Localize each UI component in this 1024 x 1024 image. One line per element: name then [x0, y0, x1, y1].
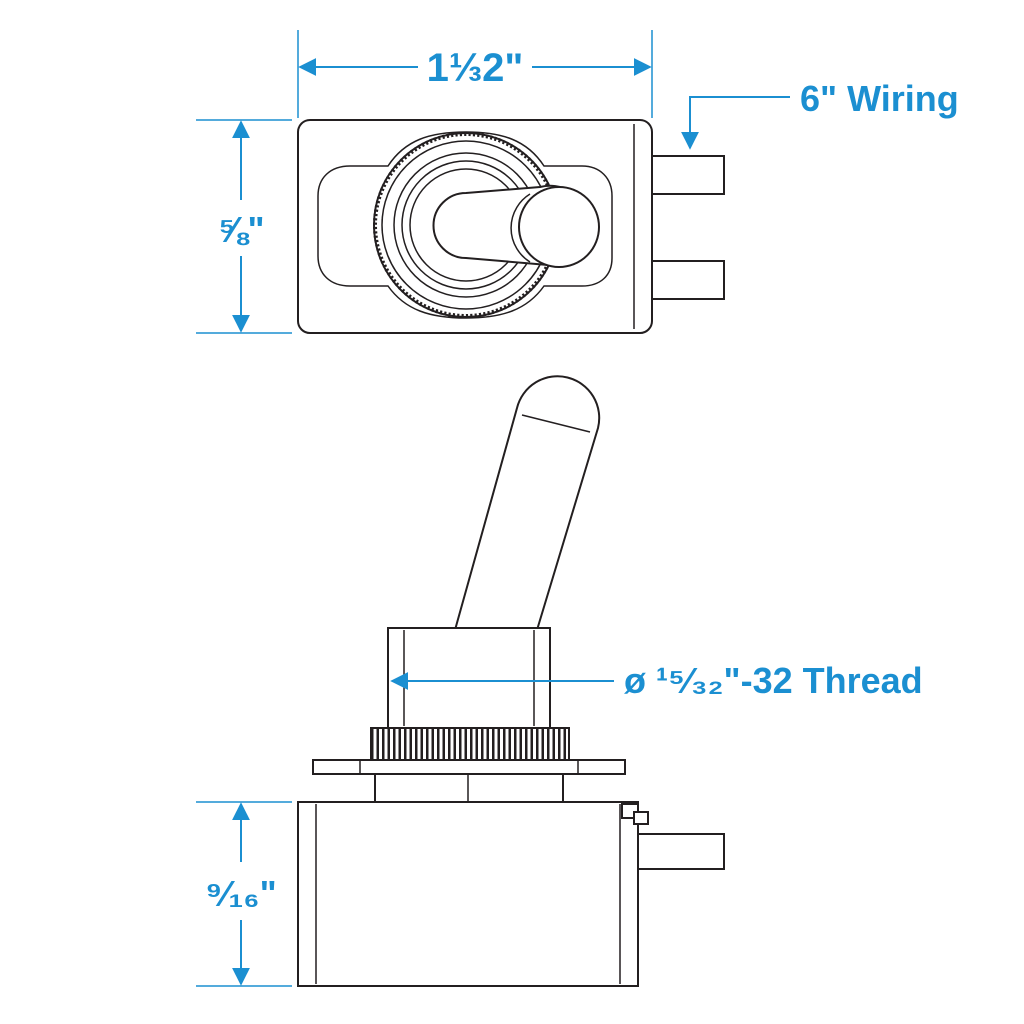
- side-body: [297, 801, 639, 987]
- width-dimension: 1⅓2": [297, 30, 653, 118]
- side-height-label: ⁹⁄₁₆": [205, 873, 276, 914]
- top-view: [297, 119, 725, 334]
- wiring-label: 6" Wiring: [800, 78, 959, 119]
- side-knurled-nut: [370, 727, 570, 761]
- side-neck: [374, 773, 564, 803]
- side-terminal: [635, 833, 725, 870]
- side-height-dimension: ⁹⁄₁₆": [196, 801, 292, 987]
- top-lever: [432, 184, 600, 268]
- top-terminal-lower: [651, 260, 725, 300]
- thread-dimension: ø ¹⁵⁄₃₂"-32 Thread: [390, 660, 923, 701]
- top-mounting-plate: [317, 131, 613, 319]
- thread-label: ø ¹⁵⁄₃₂"-32 Thread: [624, 660, 923, 701]
- side-view: [297, 375, 725, 987]
- side-bushing: [387, 627, 551, 729]
- top-height-label: ⅝": [217, 209, 264, 250]
- top-terminal-upper: [651, 155, 725, 195]
- side-lever: [453, 375, 601, 631]
- wiring-callout: 6" Wiring: [681, 78, 959, 150]
- top-height-dimension: ⅝": [196, 119, 292, 334]
- width-label: 1⅓2": [427, 46, 524, 90]
